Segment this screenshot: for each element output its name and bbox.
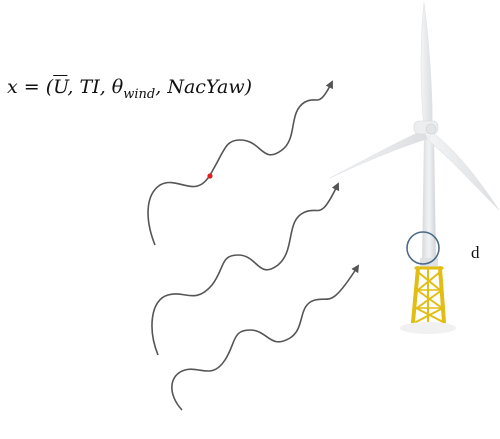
formula-wind-subscript: wind [123, 86, 156, 102]
diameter-circle [406, 231, 440, 265]
formula-wind-direction: θ [111, 76, 124, 98]
foundation-shadow [400, 322, 456, 334]
measurement-point-marker [207, 173, 213, 179]
turbine-blade-right [427, 131, 500, 211]
wind-wave-2 [151, 182, 340, 356]
formula-nacelle-yaw: NacYaw [167, 76, 245, 98]
input-vector-formula: x = (U, TI, θwind, NacYaw) [7, 76, 252, 102]
formula-lhs: x [7, 76, 18, 98]
formula-close: ) [244, 76, 253, 98]
jacket-foundation [411, 266, 446, 324]
formula-turbulence-intensity: TI [79, 76, 100, 98]
diameter-label: d [471, 243, 480, 262]
formula-mean-wind-speed: U [53, 76, 68, 98]
formula-separator: , [99, 76, 112, 98]
wind-wave-1 [147, 80, 333, 246]
formula-eq: = ( [17, 76, 54, 98]
wind-turbine [329, 1, 500, 334]
formula-separator: , [67, 76, 80, 98]
formula-separator: , [155, 76, 168, 98]
turbine-hub [425, 123, 437, 135]
turbine-blade-left [329, 129, 428, 179]
wind-wave-3 [171, 264, 360, 411]
turbine-tower [422, 135, 436, 262]
turbine-blade-up [420, 1, 433, 129]
